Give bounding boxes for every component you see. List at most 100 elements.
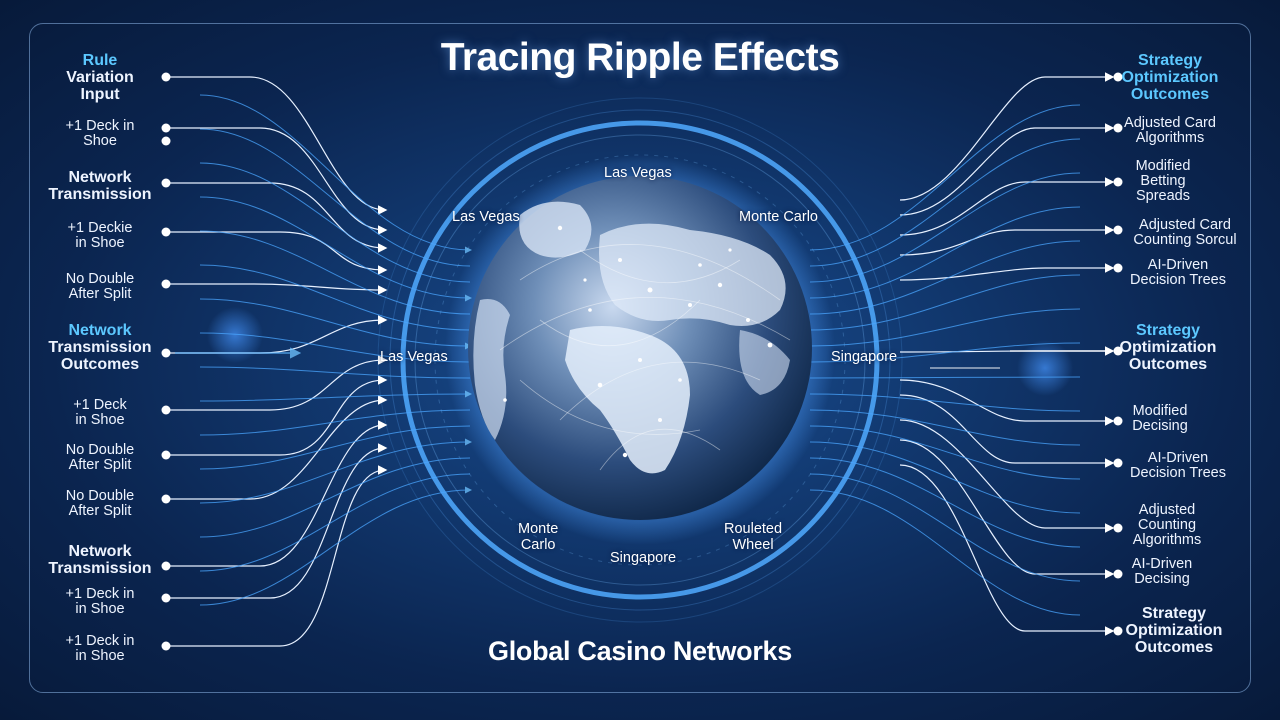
signal-line [809, 104, 1081, 251]
node-dot-icon [161, 494, 171, 504]
city-label-lower-left-line1: Monte [518, 521, 559, 537]
signal-line [809, 393, 1081, 412]
right-node-label-11-line3: Outcomes [1134, 638, 1214, 656]
left-node-label-10-line1: Network [68, 543, 132, 560]
city-label-lower-left: Monte Carlo [518, 521, 559, 554]
left-node-label-2-line2: Shoe [83, 133, 117, 150]
left-node-label-12-line1: +1 Deck in [65, 633, 135, 649]
city-label-right: Singapore [831, 349, 898, 365]
left-connector-1 [166, 76, 388, 215]
left-node-label-3-line2: Transmission [48, 185, 152, 203]
city-label-upper-right: Monte Carlo [739, 209, 818, 225]
left-node-label-8-line1: No Double [65, 442, 135, 458]
signal-line [199, 473, 471, 572]
diagram-subtitle: Global Casino Networks [488, 636, 792, 666]
right-node-label-4-line1: Adjusted Card [1139, 217, 1231, 233]
right-node-label-4-line2: Counting Sorcul [1133, 232, 1237, 249]
right-node-label-3-line2: Betting [1140, 173, 1186, 190]
signal-line [809, 172, 1081, 283]
left-node-label-11-line1: +1 Deck in [65, 586, 135, 602]
glow-spot-left [207, 307, 263, 363]
left-node-label-5-line1: No Double [65, 271, 135, 287]
node-dot-icon [161, 450, 171, 460]
signal-line [199, 457, 471, 538]
left-connector-lines [166, 76, 388, 647]
right-connector-9 [899, 419, 1115, 533]
right-connector-2 [899, 123, 1115, 216]
left-connector-11 [166, 443, 388, 599]
right-node-label-3-line3: Spreads [1135, 188, 1190, 205]
node-dot-icon [1113, 177, 1123, 187]
right-node-label-5-line2: Decision Trees [1130, 272, 1226, 289]
node-dot-icon [161, 405, 171, 415]
left-node-label-6-line1: Network [68, 322, 132, 339]
signal-line [199, 230, 471, 315]
node-dot-icon [161, 178, 171, 188]
node-dot-icon [1113, 416, 1123, 426]
node-dot-icon [161, 593, 171, 603]
left-connector-12 [166, 465, 388, 647]
node-dot-icon [1113, 626, 1123, 636]
node-dots [161, 72, 1123, 651]
left-node-label-12-line2: in Shoe [75, 648, 125, 665]
city-label-lower-right-line2: Wheel [732, 536, 774, 553]
node-dot-icon [1113, 523, 1123, 533]
signal-line [809, 240, 1081, 315]
right-node-label-9-line3: Algorithms [1132, 532, 1202, 549]
right-node-label-11-line2: Optimization [1125, 621, 1223, 639]
node-dot-icon [161, 348, 171, 358]
right-node-label-6-line2: Optimization [1119, 338, 1217, 356]
right-node-label-3-line1: Modified [1135, 158, 1191, 174]
node-dot-icon [161, 136, 171, 146]
signal-line [809, 409, 1081, 446]
signal-line [809, 441, 1081, 514]
left-node-label-6-line2: Transmission [48, 338, 152, 356]
left-connector-10 [166, 420, 388, 567]
signal-line [199, 162, 471, 283]
signal-line [199, 390, 472, 402]
left-node-label-10-line2: Transmission [48, 559, 152, 577]
right-node-label-1-line1: Strategy [1137, 52, 1203, 69]
right-node-label-10-line2: Decising [1134, 571, 1190, 588]
node-dot-icon [161, 123, 171, 133]
page-title: Tracing Ripple Effects [440, 36, 840, 79]
signal-line [199, 425, 471, 470]
left-node-label-9-line1: No Double [65, 488, 135, 504]
left-node-label-9-line2: After Split [68, 503, 132, 520]
signal-line [809, 206, 1081, 299]
left-node-label-5-line2: After Split [68, 286, 132, 303]
left-node-label-1-line2: Variation [66, 68, 134, 86]
diagram-frame [29, 23, 1251, 693]
left-node-label-3-line1: Network [68, 169, 132, 186]
right-node-label-11-line1: Strategy [1141, 605, 1207, 622]
signal-line [199, 128, 471, 267]
node-dot-icon [161, 227, 171, 237]
right-connector-11 [899, 464, 1115, 636]
node-dot-icon [1113, 72, 1123, 82]
signal-line [199, 196, 472, 302]
node-dot-icon [1113, 225, 1123, 235]
signal-line [809, 425, 1081, 480]
city-label-lower-right-line1: Rouleted [724, 521, 783, 537]
signal-line [809, 489, 1081, 616]
node-dot-icon [161, 72, 171, 82]
right-node-label-2-line2: Algorithms [1135, 130, 1205, 147]
signal-line [199, 438, 472, 504]
node-dot-icon [161, 561, 171, 571]
signal-line [809, 138, 1081, 267]
signal-line [809, 274, 1081, 331]
